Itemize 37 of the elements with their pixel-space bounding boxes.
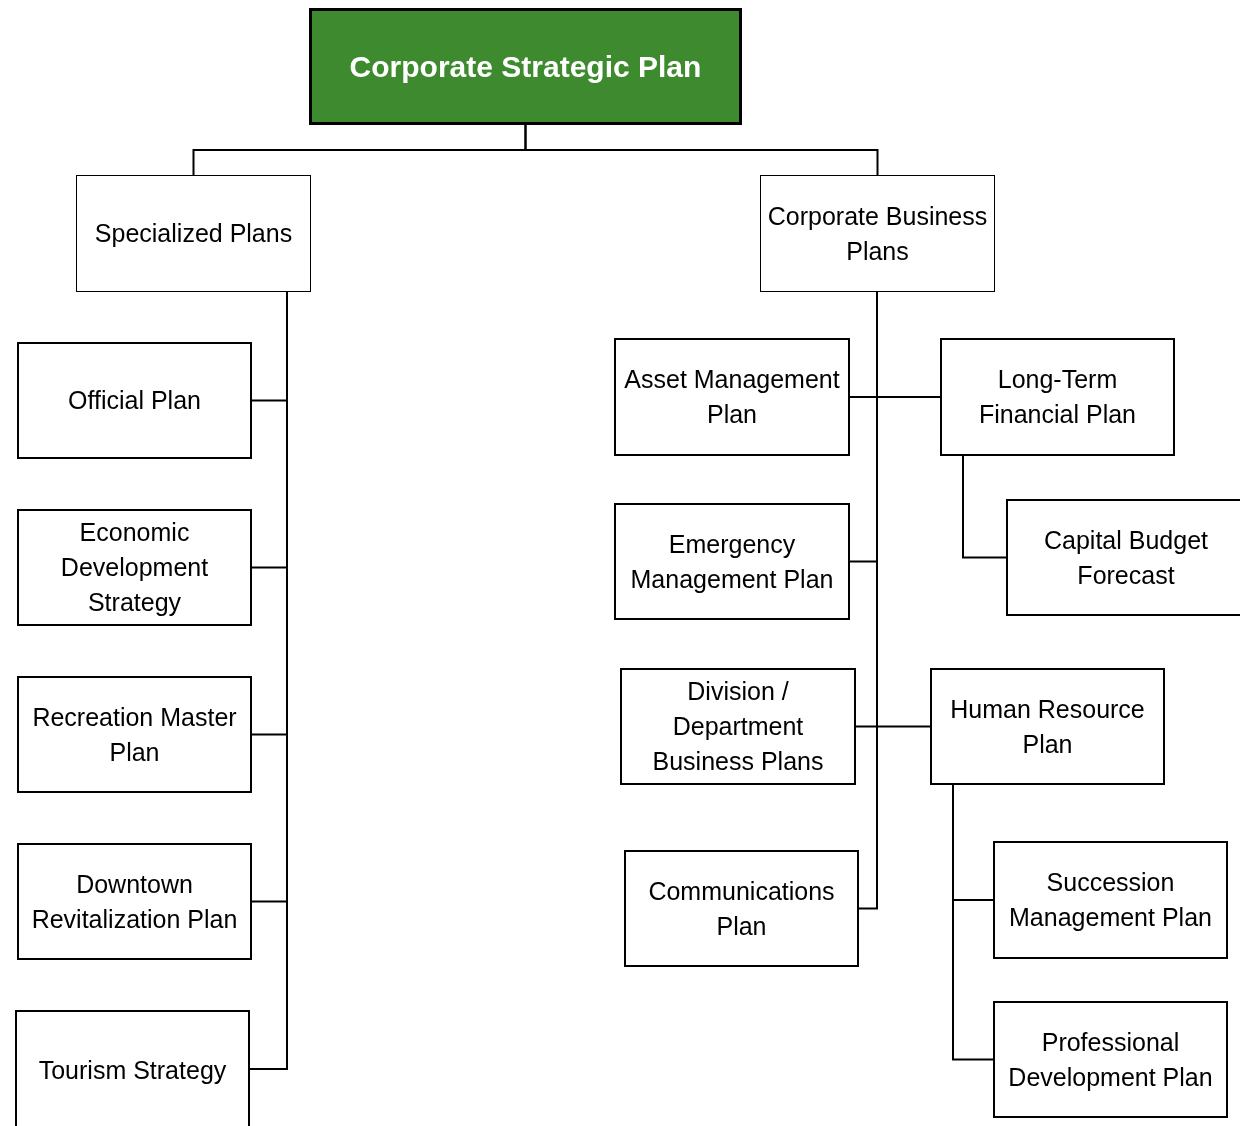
plan-box: [930, 668, 1165, 785]
plan-name: Division / Department Business Plans: [651, 676, 825, 777]
plan-box: [17, 676, 252, 793]
plan-name: Asset Management Plan: [623, 364, 841, 430]
plan-box: [624, 850, 859, 967]
plan-name: Corporate Business Plans: [767, 200, 988, 267]
connector-line: [962, 455, 1007, 559]
plan-box: [620, 668, 856, 785]
plan-box: [17, 843, 252, 960]
plan-box: [614, 503, 850, 620]
plan-name: Specialized Plans: [94, 218, 293, 249]
plan-name: Tourism Strategy: [38, 1054, 227, 1086]
plan-box: [993, 1001, 1228, 1118]
connector-line: [952, 784, 994, 1061]
plan-name: Recreation Master Plan: [31, 701, 238, 768]
plan-name: Corporate Strategic Plan: [349, 49, 702, 84]
plan-name: Succession Management Plan: [1008, 867, 1213, 933]
plan-box: [1006, 499, 1240, 616]
plan-name: Capital Budget Forecast: [1043, 524, 1209, 591]
plan-box: [15, 1010, 250, 1126]
plan-name: Emergency Management Plan: [629, 528, 835, 595]
plan-name: Official Plan: [68, 385, 201, 416]
plan-box: [940, 338, 1175, 456]
plan-name: Downtown Revitalization Plan: [30, 868, 239, 935]
title-box: [309, 8, 742, 125]
plan-name: Human Resource Plan: [949, 693, 1146, 760]
plan-box: [993, 841, 1228, 959]
plan-name: Communications Plan: [647, 875, 836, 942]
connector-line: [524, 124, 879, 176]
plan-box: [76, 175, 311, 292]
plan-name: Economic Development Strategy: [59, 517, 210, 618]
plan-name: Long-Term Financial Plan: [978, 364, 1137, 430]
plan-box: [17, 342, 252, 459]
plan-box: [614, 338, 850, 456]
plan-box: [17, 509, 252, 626]
plan-name: Professional Development Plan: [1007, 1026, 1214, 1093]
plan-box: [760, 175, 995, 292]
